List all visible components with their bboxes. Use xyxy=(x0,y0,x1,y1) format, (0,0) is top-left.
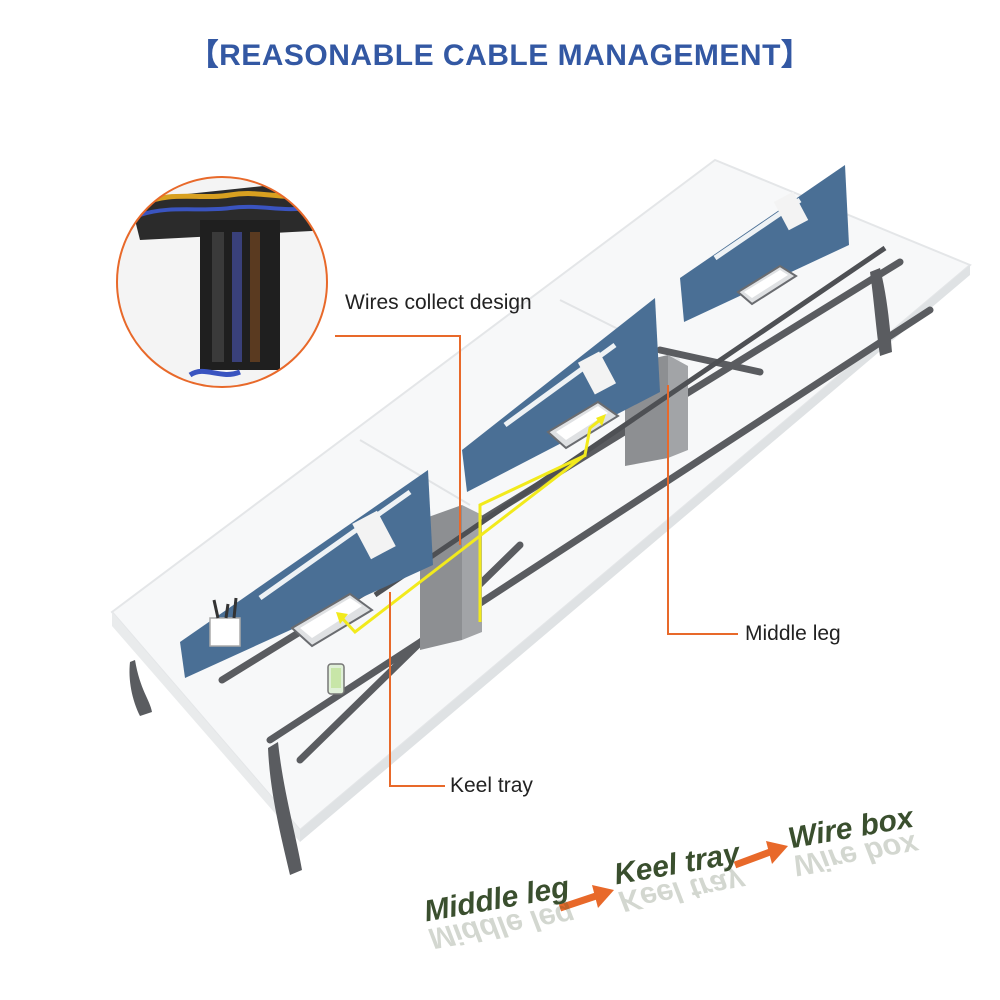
front-leg xyxy=(129,660,152,716)
page-title: 【REASONABLE CABLE MANAGEMENT】 xyxy=(188,39,812,72)
label-middle-leg: Middle leg xyxy=(745,622,841,645)
inset-detail xyxy=(117,177,327,387)
label-wires-collect: Wires collect design xyxy=(345,291,532,314)
flow-arrow-2 xyxy=(733,841,788,869)
wire-box-1 xyxy=(290,592,374,648)
flow-arrow-1 xyxy=(558,885,614,912)
phone xyxy=(327,663,345,695)
wire-box-2 xyxy=(546,400,620,450)
pen-holder xyxy=(209,597,241,647)
back-leg xyxy=(870,268,892,356)
wire-box-3 xyxy=(736,264,798,306)
privacy-screen-3 xyxy=(680,165,849,322)
callout-keel-tray xyxy=(389,592,445,787)
inset-circle xyxy=(116,176,328,388)
mid-front-leg xyxy=(268,742,302,875)
callout-wires-collect xyxy=(335,335,461,545)
callout-middle-leg xyxy=(667,385,738,635)
label-keel-tray: Keel tray xyxy=(450,774,533,797)
